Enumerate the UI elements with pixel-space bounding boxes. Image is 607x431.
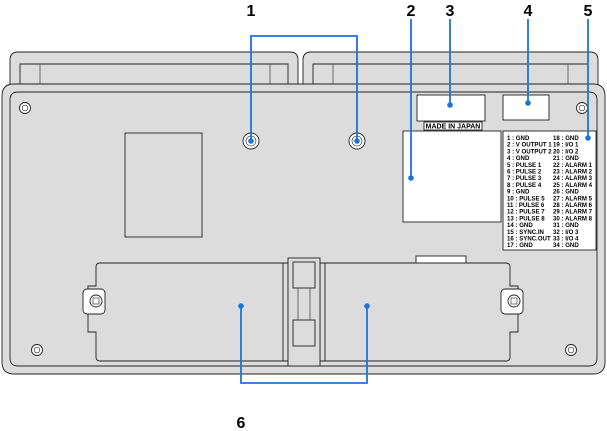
pin-label: 19 : I/O 1: [553, 142, 579, 149]
pin-label: 23 : ALARM 2: [553, 169, 593, 176]
callout-number-2: 2: [407, 3, 416, 20]
pin-label: 13 : PULSE 8: [507, 215, 545, 222]
pin-label: 31 : GND: [553, 222, 579, 229]
pin-label: 22 : ALARM 1: [553, 162, 593, 169]
corner-screw-bottom-left: [31, 344, 43, 356]
pin-label: 33 : I/O 4: [553, 236, 579, 243]
callout-line-1: [250, 35, 358, 141]
label-area: [402, 130, 502, 223]
callout-dot-2: [408, 175, 414, 181]
callout-dot-6a: [238, 303, 244, 309]
battery-cover-right: [319, 262, 524, 362]
pin-label: 16 : SYNC.OUT: [507, 236, 551, 243]
callout-number-6: 6: [237, 415, 246, 431]
pin-label: 26 : GND: [553, 189, 579, 196]
top-bracket-left: [9, 51, 299, 89]
callout-number-1: 1: [247, 3, 256, 20]
pin-label: 27 : ALARM 5: [553, 195, 593, 202]
callout-number-5: 5: [584, 3, 593, 20]
pin-label: 12 : PULSE 7: [507, 209, 545, 216]
pin-label: 28 : ALARM 6: [553, 202, 593, 209]
pin-label: 32 : I/O 3: [553, 229, 579, 236]
corner-screw-top-left: [19, 102, 31, 114]
pin-label: 10 : PULSE 5: [507, 195, 545, 202]
pin-label: 15 : SYNC.IN: [507, 229, 544, 236]
pin-label: 2 : V OUTPUT 1: [507, 142, 552, 149]
pin-label: 5 : PULSE 1: [507, 162, 542, 169]
corner-screw-top-right: [576, 102, 588, 114]
cover-hinge: [287, 257, 321, 367]
pin-label: 1 : GND: [507, 135, 530, 142]
made-in-label-box: [423, 121, 483, 131]
corner-screw-bottom-right: [565, 344, 577, 356]
pin-label: 21 : GND: [553, 155, 579, 162]
pin-label: 8 : PULSE 4: [507, 182, 542, 189]
callout-number-3: 3: [446, 3, 455, 20]
callout-dot-3: [447, 102, 453, 108]
small-label-area: [502, 94, 550, 121]
callout-dot-1a: [248, 138, 254, 144]
callout-dot-4: [525, 100, 531, 106]
pin-label: 7 : PULSE 3: [507, 175, 542, 182]
callout-number-4: 4: [524, 3, 533, 20]
square-panel: [124, 132, 203, 238]
pin-label: 17 : GND: [507, 242, 533, 249]
pin-label: 34 : GND: [553, 242, 579, 249]
pin-label: 18 : GND: [553, 135, 579, 142]
pin-label: 24 : ALARM 3: [553, 175, 593, 182]
callout-dot-6b: [364, 303, 370, 309]
pin-label: 25 : ALARM 4: [553, 182, 593, 189]
pin-label: 3 : V OUTPUT 2: [507, 148, 552, 155]
callout-dot-1b: [354, 138, 360, 144]
pin-label: 14 : GND: [507, 222, 533, 229]
serial-label-area: [416, 94, 486, 122]
callout-dot-5: [585, 135, 591, 141]
pin-label: 30 : ALARM 8: [553, 215, 593, 222]
pin-label: 20 : I/O 2: [553, 148, 579, 155]
made-in-label: MADE IN JAPAN: [426, 124, 481, 131]
pin-label: 4 : GND: [507, 155, 530, 162]
pin-label: 9 : GND: [507, 189, 530, 196]
callout-line-6: [240, 306, 368, 384]
pin-label: 11 : PULSE 6: [507, 202, 545, 209]
pin-label: 6 : PULSE 2: [507, 169, 542, 176]
pin-label: 29 : ALARM 7: [553, 209, 593, 216]
battery-cover-left: [82, 262, 289, 362]
